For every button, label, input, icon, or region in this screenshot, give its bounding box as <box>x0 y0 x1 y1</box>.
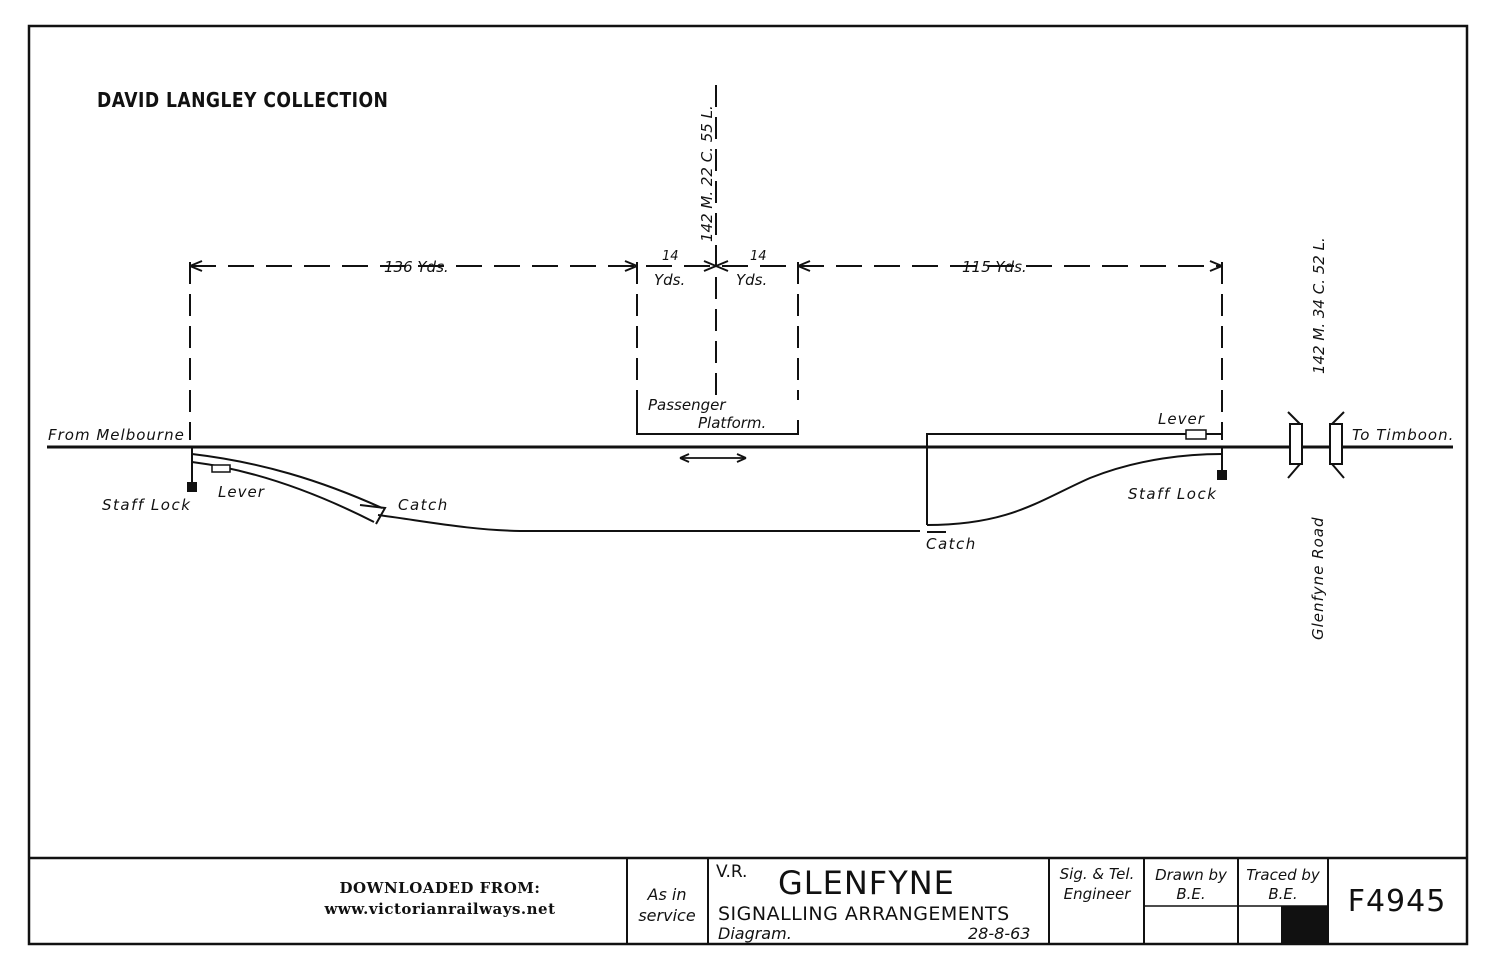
dim-left-label: 136 Yds. <box>384 258 449 276</box>
drawing-number: F4945 <box>1347 884 1447 919</box>
to-timboon-label: To Timboon. <box>1352 426 1454 444</box>
platform-label-line1: Passenger <box>648 396 726 414</box>
dimension-arrow <box>189 260 203 272</box>
dim-mid-right-value: 14 <box>750 249 767 264</box>
station-name: GLENFYNE <box>778 864 955 902</box>
crossing-gate-left <box>1289 423 1303 465</box>
right-lever-label: Lever <box>1158 410 1205 428</box>
left-siding-outer <box>191 453 383 509</box>
traced-by-cell: Traced by B.E. <box>1238 866 1328 904</box>
left-lever-label: Lever <box>218 483 265 501</box>
traced-by-line2: B.E. <box>1268 885 1298 903</box>
sheet-border <box>27 24 1469 946</box>
dim-mid-left-unit: Yds. <box>654 271 685 289</box>
dimension-arrow <box>703 260 729 272</box>
left-catch-label: Catch <box>398 496 449 514</box>
collection-label: DAVID LANGLEY COLLECTION <box>97 88 389 112</box>
traced-by-line1: Traced by <box>1246 866 1320 884</box>
left-staff-lock-icon <box>187 482 197 492</box>
dimension-arrow <box>797 260 811 272</box>
dimension-arrow <box>1209 260 1223 272</box>
download-url[interactable]: www.victorianrailways.net <box>324 900 556 918</box>
right-siding-curve <box>926 453 1223 526</box>
mileage-right-label: 142 M. 34 C. 52 L. <box>1310 237 1328 374</box>
platform-label-line2: Platform. <box>698 414 766 432</box>
drawn-by-line1: Drawn by <box>1155 866 1227 884</box>
road-fence-lines <box>1287 411 1345 479</box>
direction-arrow-head <box>679 453 747 463</box>
right-staff-lock-icon <box>1217 470 1227 480</box>
download-notice: DOWNLOADED FROM: www.victorianrailways.n… <box>290 878 590 920</box>
engineer-cell: Sig. & Tel. Engineer <box>1052 864 1142 904</box>
approval-box <box>1281 906 1328 944</box>
drawn-by-line2: B.E. <box>1176 885 1206 903</box>
drawing-subtitle: SIGNALLING ARRANGEMENTS <box>718 903 1010 925</box>
left-catch-points <box>359 504 387 525</box>
right-staff-lock-label: Staff Lock <box>1128 485 1217 503</box>
glenfyne-road-label: Glenfyne Road <box>1309 516 1327 640</box>
mileage-top-label: 142 M. 22 C. 55 L. <box>698 105 716 242</box>
engineer-line2: Engineer <box>1063 885 1131 903</box>
left-staff-lock-label: Staff Lock <box>102 496 191 514</box>
engineer-line1: Sig. & Tel. <box>1059 865 1135 883</box>
from-melbourne-label: From Melbourne <box>48 426 185 444</box>
left-lever-icon <box>211 464 231 473</box>
as-in-service-cell: As in service <box>632 884 702 926</box>
passenger-platform <box>636 400 799 435</box>
diagram-date: 28-8-63 <box>968 924 1031 943</box>
dim-right-label: 115 Yds. <box>962 258 1027 276</box>
download-line1: DOWNLOADED FROM: <box>339 879 541 897</box>
right-catch-label: Catch <box>926 535 977 553</box>
as-in-line1: As in <box>647 885 687 904</box>
diagram-word: Diagram. <box>718 924 792 943</box>
railway-label: V.R. <box>716 862 748 882</box>
as-in-line2: service <box>638 906 696 925</box>
crossing-gate-right <box>1329 423 1343 465</box>
right-siding-rod <box>926 433 1222 447</box>
dim-mid-right-unit: Yds. <box>736 271 767 289</box>
drawn-by-cell: Drawn by B.E. <box>1144 866 1238 904</box>
right-lever-icon <box>1185 429 1207 440</box>
dim-mid-left-value: 14 <box>662 249 679 264</box>
dimension-arrow <box>624 260 638 272</box>
left-siding-track <box>377 514 920 532</box>
